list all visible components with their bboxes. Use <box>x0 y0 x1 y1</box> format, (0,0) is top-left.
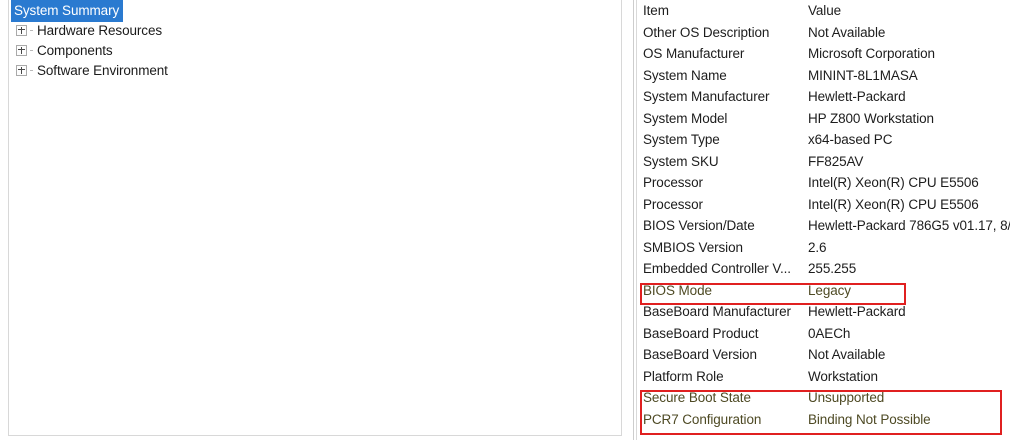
details-item-cell: BaseBoard Manufacturer <box>643 304 791 319</box>
details-value-cell: MININT-8L1MASA <box>808 67 918 83</box>
details-item-cell: BaseBoard Product <box>643 325 759 341</box>
tree-item-hardware-resources[interactable]: Hardware Resources <box>9 20 621 40</box>
details-row[interactable]: System SKU FF825AV <box>639 151 1010 173</box>
details-item-cell: Platform Role <box>643 368 724 384</box>
details-row[interactable]: BIOS Mode Legacy <box>639 280 1010 302</box>
details-item-cell: System Manufacturer <box>643 89 770 104</box>
details-value-cell: Legacy <box>808 282 851 298</box>
details-item-cell: System SKU <box>643 153 719 169</box>
tree-item-label: Components <box>37 43 113 58</box>
tree-item-label: Software Environment <box>37 63 168 78</box>
details-item-cell: System Name <box>643 67 727 83</box>
details-row[interactable]: Secure Boot State Unsupported <box>639 387 1010 409</box>
details-row[interactable]: SMBIOS Version 2.6 <box>639 237 1010 259</box>
details-item-cell: System Model <box>643 110 728 126</box>
details-row[interactable]: BaseBoard Product 0AECh <box>639 323 1010 345</box>
details-value-cell: Hewlett-Packard 786G5 v01.17, 8/ <box>808 218 1010 233</box>
details-item-cell: Other OS Description <box>643 24 770 40</box>
details-row[interactable]: System Model HP Z800 Workstation <box>639 108 1010 130</box>
details-row[interactable]: BIOS Version/Date Hewlett-Packard 786G5 v… <box>639 215 1010 237</box>
expand-plus-icon[interactable] <box>16 24 27 36</box>
expand-plus-icon[interactable] <box>16 44 27 56</box>
details-header-row: Item Value <box>639 0 1010 22</box>
details-value-cell: Microsoft Corporation <box>808 46 935 61</box>
tree-item-software-environment[interactable]: Software Environment <box>9 60 621 80</box>
details-value-cell: Unsupported <box>808 390 885 405</box>
details-row[interactable]: OS Manufacturer Microsoft Corporation <box>639 43 1010 65</box>
details-value-cell: Not Available <box>808 347 886 362</box>
details-row[interactable]: System Type x64-based PC <box>639 129 1010 151</box>
details-row[interactable]: Embedded Controller V... 255.255 <box>639 258 1010 280</box>
details-value-cell: Not Available <box>808 24 886 40</box>
details-item-cell: Processor <box>643 175 703 190</box>
details-item-cell: OS Manufacturer <box>643 46 745 61</box>
details-value-cell: 2.6 <box>808 239 827 255</box>
details-value-cell: FF825AV <box>808 153 864 169</box>
details-item-cell: BaseBoard Version <box>643 347 757 362</box>
details-value-cell: Binding Not Possible <box>808 411 931 427</box>
details-row[interactable]: BaseBoard Manufacturer Hewlett-Packard <box>639 301 1010 323</box>
details-item-cell: BIOS Mode <box>643 282 712 298</box>
details-row[interactable]: PCR7 Configuration Binding Not Possible <box>639 409 1010 431</box>
expand-plus-icon[interactable] <box>16 64 27 76</box>
details-value-cell: Workstation <box>808 368 878 384</box>
details-value-cell: 255.255 <box>808 261 857 276</box>
tree-item-system-summary[interactable]: System Summary <box>9 0 621 22</box>
details-row[interactable]: BaseBoard Version Not Available <box>639 344 1010 366</box>
details-item-cell: SMBIOS Version <box>643 239 743 255</box>
tree-item-label: System Summary <box>11 0 124 22</box>
details-row[interactable]: Platform Role Workstation <box>639 366 1010 388</box>
details-value-cell: HP Z800 Workstation <box>808 110 934 126</box>
tree-connector-line <box>30 49 33 51</box>
details-item-cell: Processor <box>643 196 703 212</box>
details-value-cell: Intel(R) Xeon(R) CPU E5506 <box>808 175 979 190</box>
details-value-cell: 0AECh <box>808 325 851 341</box>
details-value-cell: x64-based PC <box>808 132 893 147</box>
details-value-cell: Intel(R) Xeon(R) CPU E5506 <box>808 196 979 212</box>
tree-connector-line <box>30 29 33 31</box>
details-value-cell: Hewlett-Packard <box>808 304 906 319</box>
details-item-cell: BIOS Version/Date <box>643 218 755 233</box>
column-header-value[interactable]: Value <box>808 3 842 18</box>
details-value-cell: Hewlett-Packard <box>808 89 906 104</box>
tree-item-components[interactable]: Components <box>9 40 621 60</box>
details-row[interactable]: System Manufacturer Hewlett-Packard <box>639 86 1010 108</box>
details-item-cell: PCR7 Configuration <box>643 411 762 427</box>
details-item-cell: Embedded Controller V... <box>643 261 791 276</box>
details-row[interactable]: System Name MININT-8L1MASA <box>639 65 1010 87</box>
details-row[interactable]: Processor Intel(R) Xeon(R) CPU E5506 <box>639 194 1010 216</box>
details-item-cell: Secure Boot State <box>643 390 751 405</box>
details-row[interactable]: Other OS Description Not Available <box>639 22 1010 44</box>
details-row[interactable]: Processor Intel(R) Xeon(R) CPU E5506 <box>639 172 1010 194</box>
column-header-item[interactable]: Item <box>643 3 669 18</box>
details-item-cell: System Type <box>643 132 720 147</box>
tree-item-label: Hardware Resources <box>37 23 162 38</box>
tree-connector-line <box>30 69 33 71</box>
